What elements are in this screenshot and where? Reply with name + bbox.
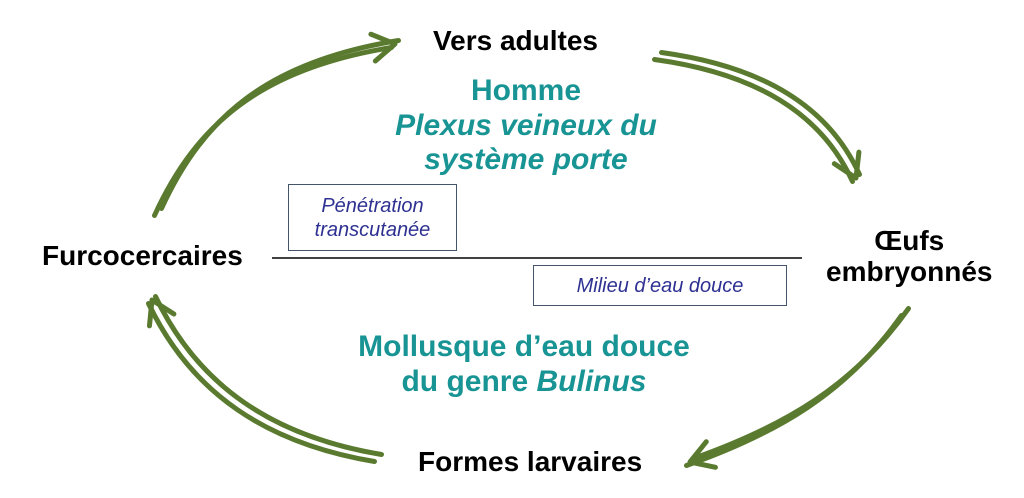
arrow-to-larval-forms-head (687, 439, 718, 470)
arrow-to-furcocercariae-head (146, 297, 177, 329)
stage-larval-forms: Formes larvaires (418, 446, 643, 477)
arrow-to-larval-forms (684, 306, 911, 470)
stage-adult-worms: Vers adultes (433, 25, 598, 56)
arrow-to-adult-worms-head (368, 31, 398, 64)
arrow-to-embryonated-eggs (652, 50, 862, 184)
penetration-note-line2: transcutanée (314, 218, 431, 241)
arrow-to-furcocercariae (146, 294, 384, 464)
cycle-arrows (146, 31, 911, 470)
arrow-to-larval-forms-stroke-1 (684, 313, 904, 468)
intermediate-host-label: Mollusque d’eau douce du genre Bulinus (344, 330, 704, 399)
definitive-host-site-line2: système porte (424, 143, 628, 176)
stage-embryonated-eggs: Œufs embryonnés (826, 225, 993, 288)
stage-embryonated-eggs-line2: embryonnés (826, 255, 993, 287)
environment-note-box: Milieu d’eau douce (533, 265, 787, 306)
arrow-to-furcocercariae-stroke-1 (146, 301, 377, 464)
arrow-to-adult-worms-stroke-2 (159, 38, 401, 211)
arrow-to-adult-worms (152, 31, 401, 218)
intermediate-host-line1: Mollusque d’eau douce (358, 330, 690, 363)
intermediate-host-prefix: du genre (401, 364, 537, 398)
penetration-note-box: Pénétration transcutanée (288, 184, 457, 251)
arrow-to-embryonated-eggs-stroke-2 (659, 50, 862, 177)
penetration-note-line1: Pénétration (321, 194, 424, 217)
intermediate-host-line2: du genre Bulinus (344, 365, 704, 400)
stage-furcocercariae: Furcocercaires (42, 240, 243, 271)
arrow-to-embryonated-eggs-head (831, 149, 862, 181)
definitive-host-site-line1: Plexus veineux du (395, 108, 657, 142)
arrow-to-larval-forms-stroke-2 (691, 306, 911, 461)
stage-embryonated-eggs-line1: Œufs (874, 225, 945, 256)
definitive-host-label: Homme Plexus veineux du système porte (364, 74, 688, 178)
arrow-to-furcocercariae-stroke-2 (153, 294, 384, 457)
definitive-host-name: Homme (470, 74, 582, 107)
arrow-to-embryonated-eggs-stroke-1 (652, 57, 855, 184)
intermediate-host-genus: Bulinus (536, 364, 647, 398)
environment-note-text: Milieu d’eau douce (576, 274, 744, 297)
